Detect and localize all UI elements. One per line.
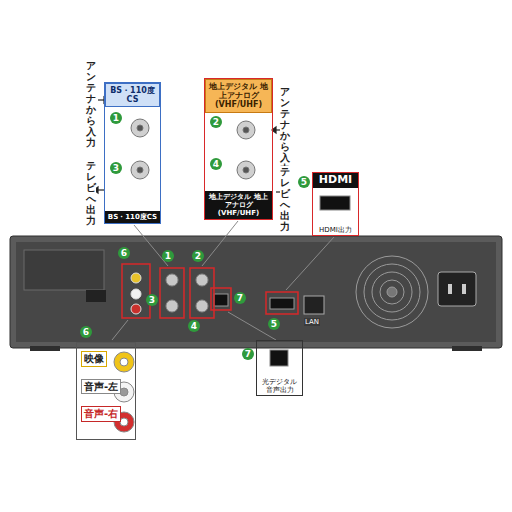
callout-number: 3 [146, 294, 158, 306]
callout-box: 光デジタル 音声出力 [256, 340, 303, 396]
foot [30, 346, 60, 351]
jack-label: 音声-左 [81, 379, 121, 395]
box-heading: BS・110度CS [105, 211, 160, 223]
rca-jacks [131, 273, 141, 314]
port-caption: テレビへ出力 [280, 166, 290, 232]
box-heading: 地上デジタル 地上アナログ (VHF/UHF) [205, 191, 272, 219]
lan-port [304, 296, 324, 314]
box-heading: 地上デジタル 地上アナログ (VHF/UHF) [205, 79, 272, 113]
port-caption: アンテナから入力 [86, 60, 96, 148]
box-text: 光デジタル 音声出力 [257, 377, 302, 395]
callout-number: 4 [188, 320, 200, 332]
box-heading: BS・110度CS [105, 83, 160, 107]
callout-box: 地上デジタル 地上アナログ (VHF/UHF) 地上デジタル 地上アナログ (VH… [204, 78, 273, 220]
highlight-frames [122, 264, 298, 318]
fan [356, 256, 428, 328]
callout-number: 6 [80, 326, 92, 338]
jack-label: 音声-右 [81, 406, 121, 422]
f-connectors [166, 274, 208, 312]
optical-icon [270, 350, 288, 366]
callout-box: 映像音声-左音声-右 [76, 342, 136, 440]
sticker [24, 250, 104, 290]
callout-number: 7 [234, 292, 246, 304]
callout-box: HDMI HDMI出力 [312, 172, 359, 236]
callout-number: 5 [268, 318, 280, 330]
callout-number: 3 [110, 162, 122, 174]
ac-pin [448, 284, 452, 294]
port-name: LAN [304, 318, 320, 326]
hdmi-port [270, 298, 294, 309]
callout-number: 6 [118, 247, 130, 259]
port-caption: アンテナから入力 [280, 86, 290, 174]
callout-connectors [131, 119, 255, 179]
box-heading: HDMI [313, 173, 358, 188]
box-heading: HDMI出力 [313, 225, 358, 235]
leader-lines [112, 221, 334, 340]
callout-box: BS・110度CS BS・110度CS [104, 82, 161, 224]
callout-number: 1 [162, 250, 174, 262]
callout-number: 1 [110, 112, 122, 124]
callout-number: 4 [210, 158, 222, 170]
port-caption: テレビへ出力 [86, 160, 96, 226]
callout-number: 2 [192, 250, 204, 262]
optical-port [214, 294, 228, 306]
switch [86, 290, 106, 302]
device-body [10, 236, 502, 348]
ac-pin [462, 284, 466, 294]
jack-label: 映像 [81, 351, 107, 367]
callout-number: 5 [298, 176, 310, 188]
foot [452, 346, 482, 351]
rear-panel [16, 242, 496, 342]
callout-number: 7 [242, 348, 254, 360]
callout-number: 2 [210, 116, 222, 128]
ac-inlet [438, 272, 476, 306]
hdmi-icon [320, 196, 350, 210]
